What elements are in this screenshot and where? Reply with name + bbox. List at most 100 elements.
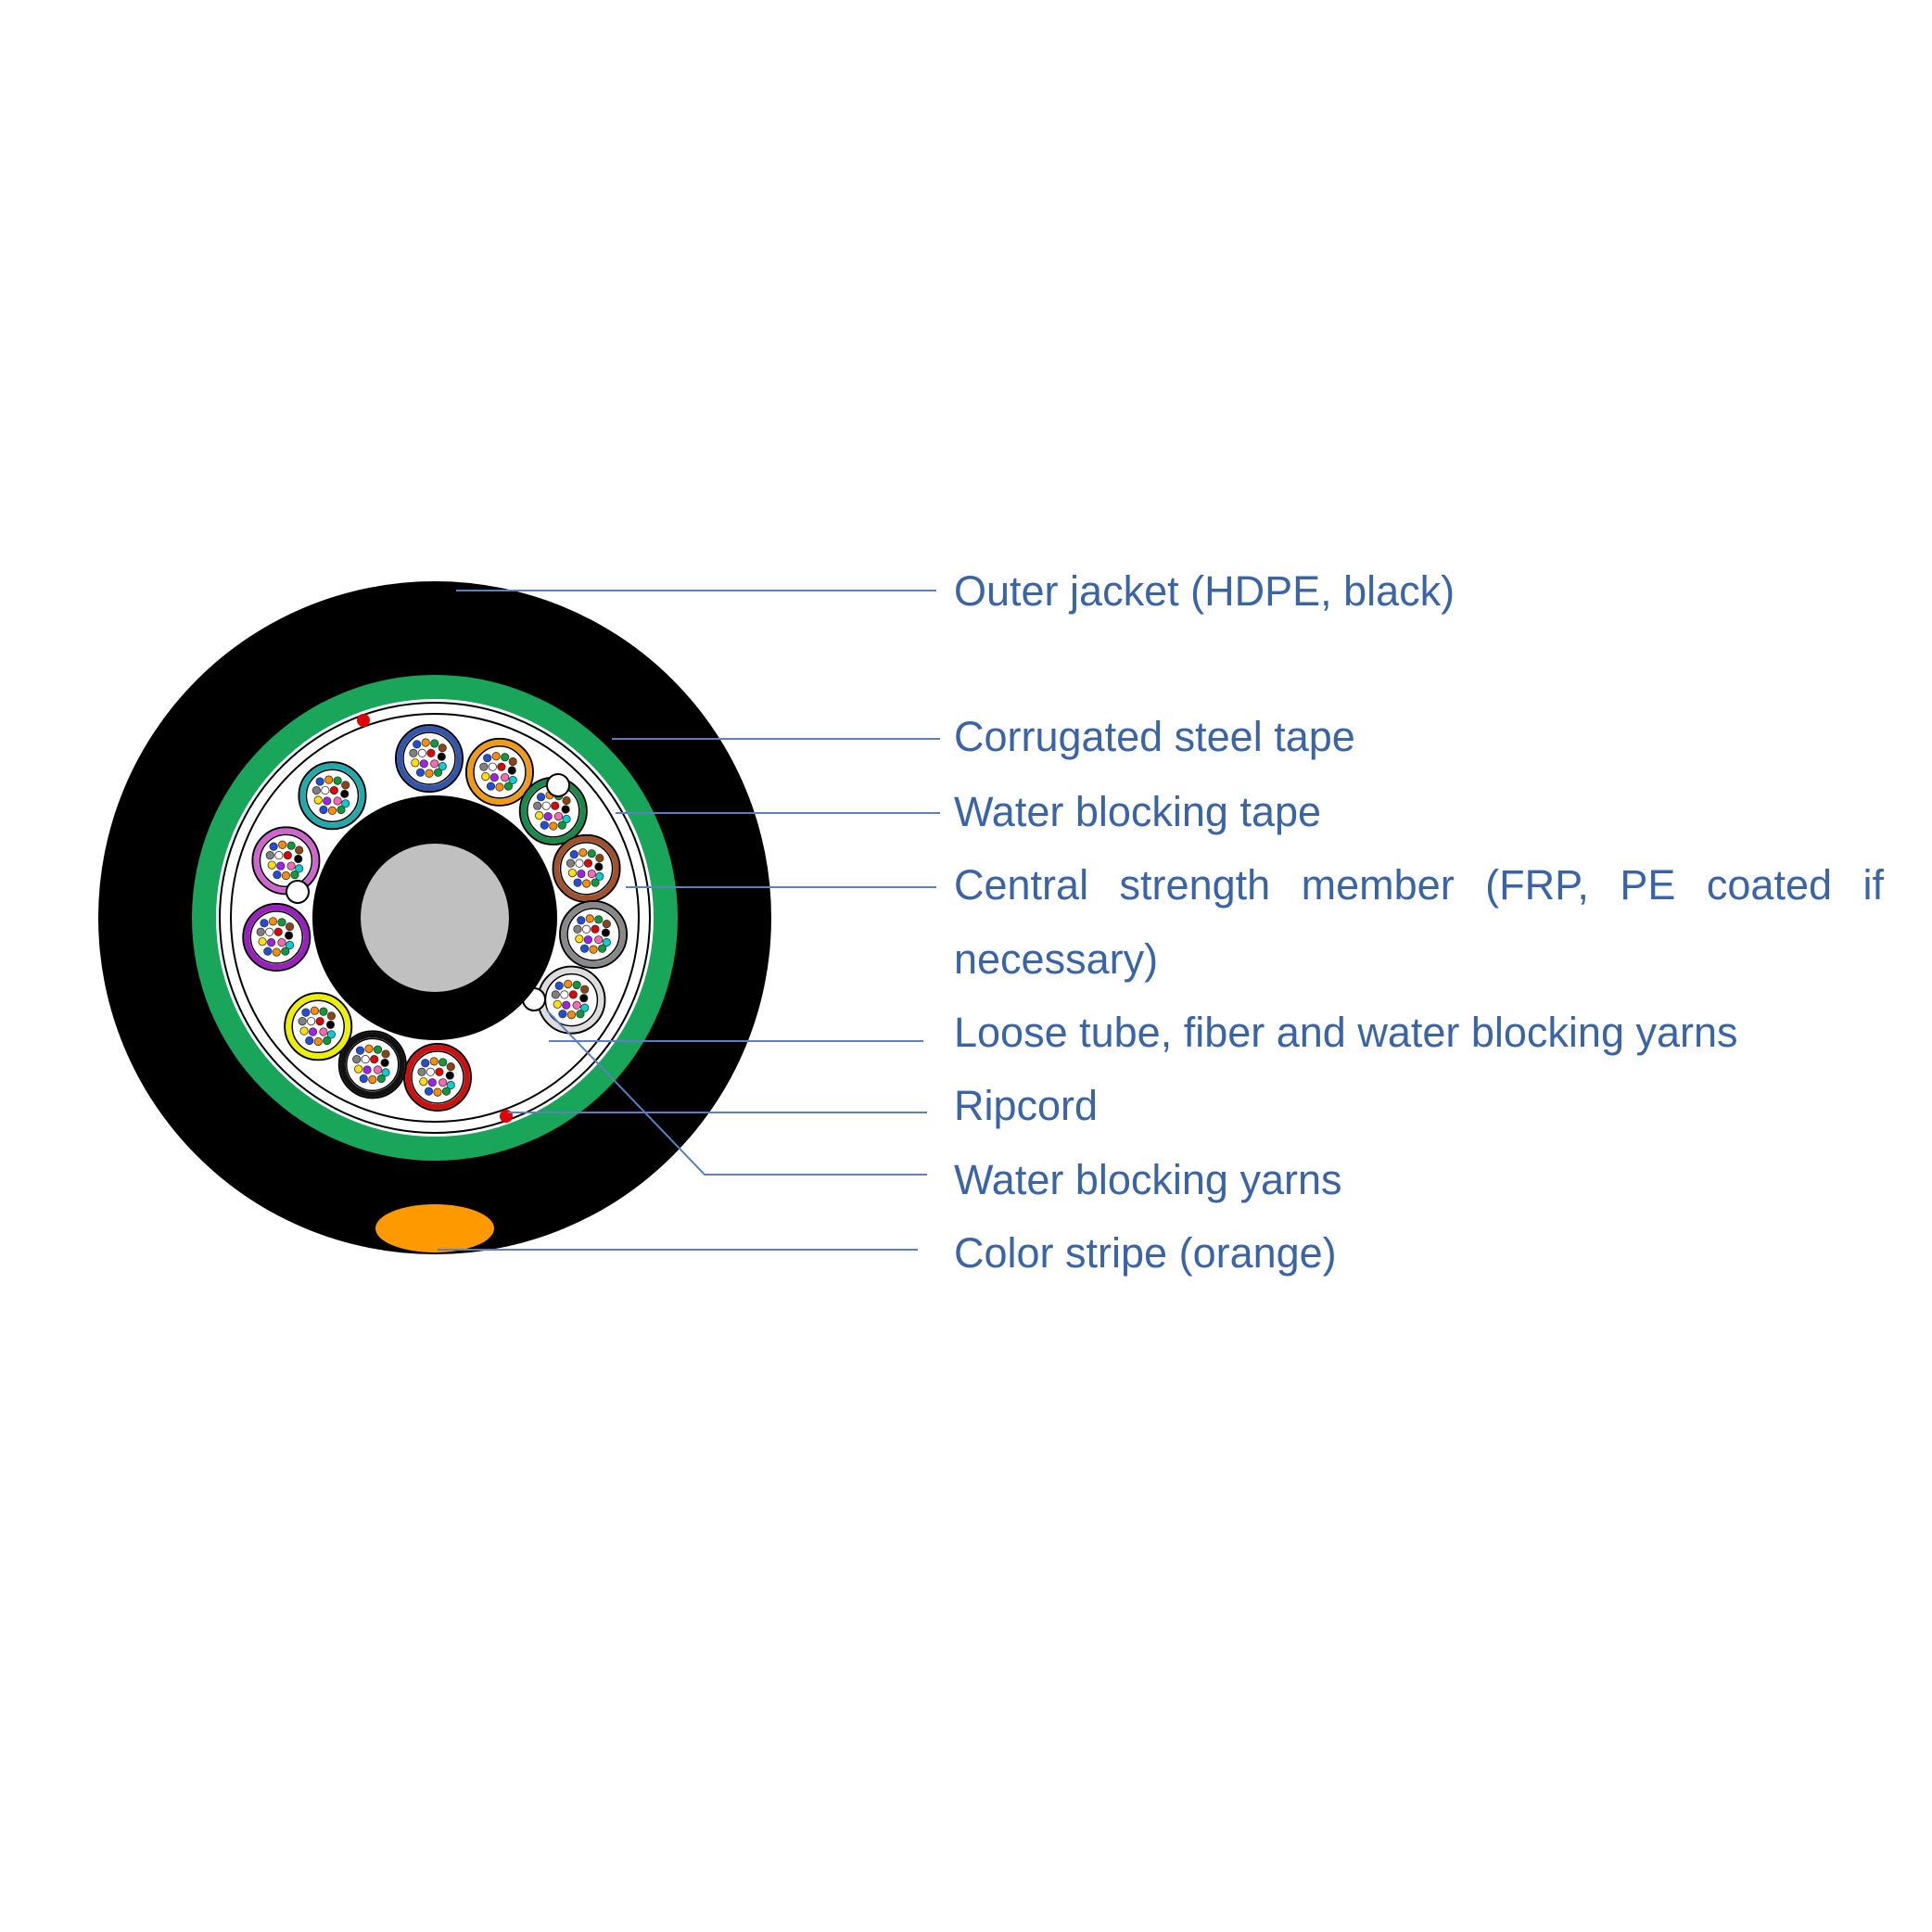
optical-fiber bbox=[329, 785, 338, 795]
optical-fiber bbox=[488, 762, 497, 771]
optical-fiber bbox=[319, 1007, 328, 1016]
optical-fiber bbox=[281, 871, 291, 881]
optical-fiber bbox=[305, 1036, 314, 1046]
color-stripe bbox=[375, 1204, 494, 1252]
optical-fiber bbox=[581, 924, 591, 934]
optical-fiber bbox=[535, 811, 544, 820]
optical-fiber bbox=[417, 1067, 426, 1076]
optical-fiber bbox=[324, 775, 334, 784]
optical-fiber bbox=[265, 927, 274, 936]
optical-fiber bbox=[355, 1046, 365, 1055]
optical-fiber bbox=[333, 776, 342, 785]
optical-fiber bbox=[359, 1074, 368, 1084]
optical-fiber bbox=[433, 1087, 442, 1097]
optical-fiber bbox=[594, 915, 604, 924]
optical-fiber bbox=[575, 858, 584, 868]
optical-fiber bbox=[373, 1045, 383, 1054]
optical-fiber bbox=[562, 1000, 571, 1010]
optical-fiber bbox=[486, 782, 496, 791]
optical-fiber bbox=[285, 940, 295, 950]
optical-fiber bbox=[554, 981, 564, 990]
label-outer-jacket: Outer jacket (HDPE, black) bbox=[954, 567, 1455, 615]
optical-fiber bbox=[341, 781, 350, 790]
optical-fiber bbox=[381, 1068, 390, 1077]
optical-fiber bbox=[551, 990, 560, 999]
loose-tube-color-ring bbox=[299, 763, 365, 829]
loose-tube-color-ring bbox=[253, 828, 319, 894]
optical-fiber bbox=[597, 944, 607, 953]
optical-fiber bbox=[562, 814, 571, 824]
optical-fiber bbox=[295, 864, 304, 873]
loose-tube-color-ring bbox=[339, 1032, 405, 1098]
optical-fiber bbox=[553, 812, 564, 821]
optical-fiber bbox=[373, 1065, 383, 1074]
optical-fiber bbox=[595, 853, 604, 863]
optical-fiber bbox=[323, 796, 332, 806]
optical-fiber bbox=[543, 812, 553, 821]
optical-fiber bbox=[541, 801, 551, 810]
optical-fiber bbox=[553, 999, 562, 1009]
optical-fiber bbox=[272, 947, 281, 957]
label-water-blocking-yarns: Water blocking yarns bbox=[954, 1156, 1342, 1203]
optical-fiber bbox=[445, 1071, 454, 1080]
loose-tube-color-ring bbox=[553, 835, 619, 901]
loose-tube-inner-wall bbox=[559, 842, 614, 896]
loose-tube-inner-wall bbox=[291, 999, 345, 1054]
optical-fiber bbox=[313, 1036, 323, 1047]
optical-fiber bbox=[260, 919, 269, 928]
optical-fiber bbox=[495, 782, 504, 792]
water-blocking-yarn bbox=[286, 880, 310, 904]
loose-tube-inner-wall bbox=[249, 910, 304, 964]
optical-fiber bbox=[573, 878, 582, 887]
loose-tube-color-ring bbox=[244, 904, 310, 970]
optical-fiber bbox=[595, 871, 604, 881]
optical-fiber bbox=[536, 793, 546, 802]
optical-fiber bbox=[315, 1017, 324, 1026]
optical-fiber bbox=[508, 775, 517, 785]
optical-fiber bbox=[308, 1027, 318, 1036]
optical-fiber bbox=[376, 1074, 386, 1084]
loose-tube-color-ring bbox=[396, 726, 462, 792]
label-water-blocking-tape: Water blocking tape bbox=[954, 788, 1322, 835]
optical-fiber bbox=[446, 1080, 455, 1090]
optical-fiber bbox=[433, 768, 443, 777]
optical-fiber bbox=[294, 854, 303, 864]
optical-fiber bbox=[276, 861, 286, 871]
optical-fiber bbox=[430, 759, 439, 769]
optical-fiber bbox=[425, 769, 434, 778]
optical-fiber bbox=[341, 799, 350, 808]
optical-fiber bbox=[315, 777, 324, 786]
optical-fiber bbox=[325, 1020, 336, 1030]
water-blocking-tape-outline-inner bbox=[230, 713, 640, 1123]
optical-fiber bbox=[489, 772, 499, 782]
optical-fiber bbox=[333, 796, 342, 806]
optical-fiber bbox=[491, 752, 501, 761]
loose-tube-color-ring bbox=[405, 1044, 471, 1110]
optical-fiber bbox=[576, 1010, 585, 1019]
optical-fiber bbox=[481, 772, 490, 782]
optical-fiber bbox=[561, 805, 570, 814]
optical-fiber bbox=[361, 1055, 370, 1064]
ripcord bbox=[357, 714, 370, 727]
optical-fiber bbox=[290, 870, 299, 880]
optical-fiber bbox=[507, 766, 516, 775]
optical-fiber bbox=[323, 1036, 332, 1046]
optical-fiber bbox=[483, 754, 492, 763]
optical-fiber bbox=[579, 994, 589, 1003]
loose-tube bbox=[251, 826, 321, 896]
water-blocking-tape-outline-outer bbox=[219, 702, 651, 1134]
optical-fiber bbox=[568, 990, 578, 999]
optical-fiber bbox=[438, 744, 447, 753]
optical-fiber bbox=[421, 738, 430, 747]
optical-fiber bbox=[295, 845, 304, 855]
optical-fiber bbox=[319, 805, 328, 815]
loose-tube-inner-wall bbox=[566, 908, 620, 961]
optical-fiber bbox=[298, 1017, 307, 1026]
loose-tube bbox=[337, 1030, 407, 1099]
optical-fiber bbox=[426, 748, 436, 758]
optical-fiber bbox=[439, 1058, 448, 1067]
optical-fiber bbox=[277, 938, 286, 947]
optical-fiber bbox=[602, 919, 611, 929]
optical-fiber bbox=[310, 1006, 320, 1015]
